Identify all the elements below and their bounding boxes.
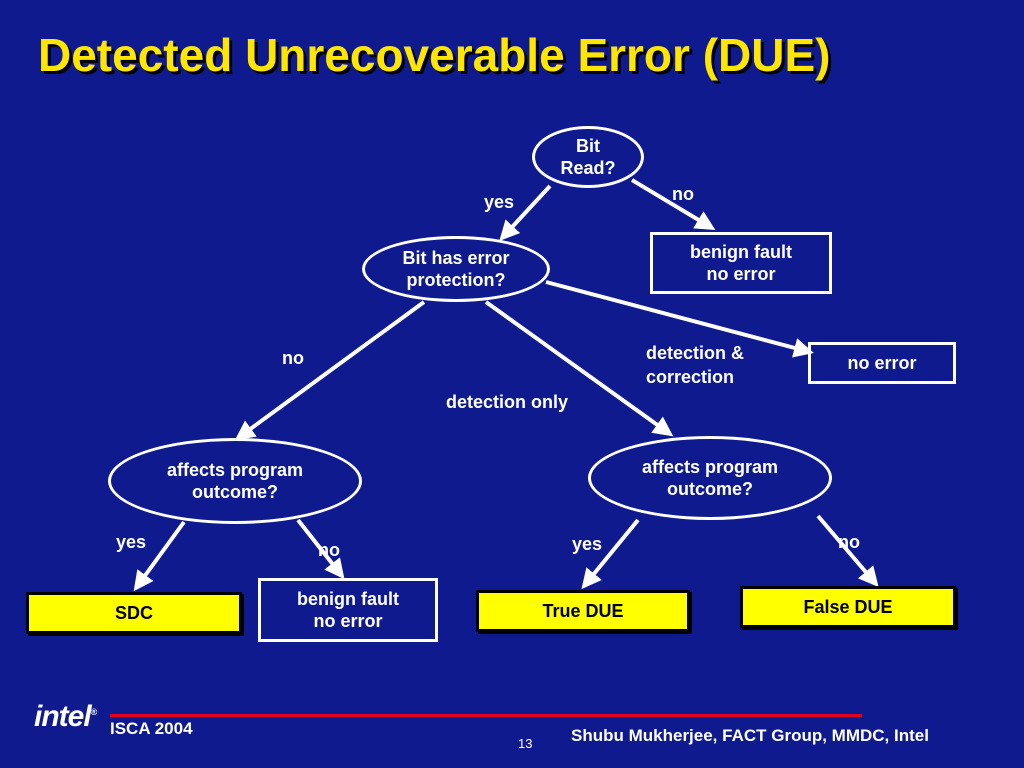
label-bitread-no: no bbox=[672, 184, 694, 204]
footer-divider bbox=[110, 714, 862, 717]
node-benign-fault-top: benign fault no error bbox=[650, 232, 832, 294]
node-bit-has-error-protection: Bit has error protection? bbox=[362, 236, 550, 302]
label-left-no: no bbox=[318, 540, 340, 560]
node-no-error: no error bbox=[808, 342, 956, 384]
footer-author: Shubu Mukherjee, FACT Group, MMDC, Intel bbox=[571, 726, 929, 745]
label-protection-no: no bbox=[282, 348, 304, 368]
label-bitread-yes: yes bbox=[484, 192, 515, 212]
node-affects-program-right: affects program outcome? bbox=[588, 436, 832, 520]
node-benign-fault-bottom: benign fault no error bbox=[258, 578, 438, 642]
arrow-left-yes bbox=[133, 520, 186, 592]
node-bit-read: Bit Read? bbox=[532, 126, 644, 188]
page-number: 13 bbox=[518, 736, 533, 751]
label-protection-detection-only: detection only bbox=[446, 392, 569, 412]
label-right-no: no bbox=[838, 532, 860, 552]
node-false-due: False DUE bbox=[740, 586, 956, 628]
label-right-yes: yes bbox=[572, 534, 603, 554]
arrow-bitread-no bbox=[630, 178, 716, 231]
arrow-bitread-yes bbox=[499, 184, 552, 241]
footer-conference: ISCA 2004 bbox=[110, 719, 193, 738]
arrow-protection-correction bbox=[545, 280, 814, 358]
label-left-yes: yes bbox=[116, 532, 147, 552]
intel-logo: intel® bbox=[34, 700, 97, 733]
arrow-right-yes bbox=[581, 518, 640, 590]
arrow-protection-no bbox=[234, 300, 426, 441]
node-affects-program-left: affects program outcome? bbox=[108, 438, 362, 524]
arrow-right-no bbox=[816, 514, 879, 588]
node-sdc: SDC bbox=[26, 592, 242, 634]
arrow-protection-detection-only bbox=[484, 300, 674, 437]
arrow-left-no bbox=[296, 518, 345, 580]
label-protection-detection-correction: detection & correction bbox=[646, 343, 745, 388]
slide-title: Detected Unrecoverable Error (DUE) bbox=[38, 29, 831, 81]
node-true-due: True DUE bbox=[476, 590, 690, 632]
